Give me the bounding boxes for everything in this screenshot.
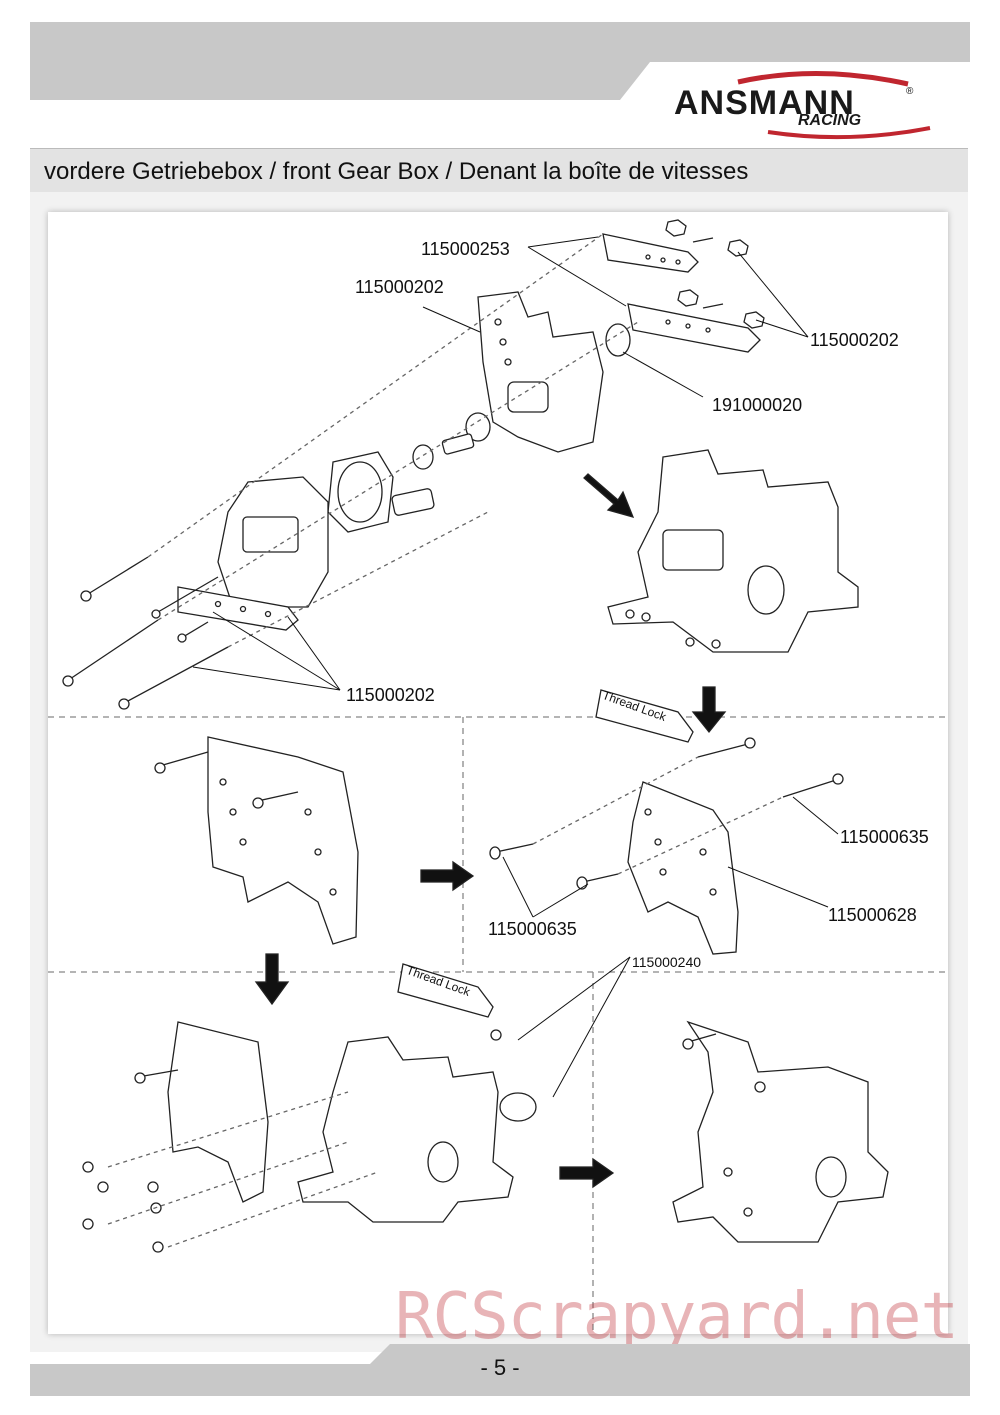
thread-lock-bottle-1	[595, 689, 694, 743]
part-label-115000202-c: 115000202	[346, 685, 435, 705]
section-title: vordere Getriebebox / front Gear Box / D…	[44, 158, 749, 185]
watermark: RCScrapyard.net	[395, 1280, 959, 1354]
ansmann-logo: ANSMANN ® RACING	[668, 70, 938, 140]
final-assembly	[672, 1020, 889, 1243]
part-label-115000202-a: 115000202	[355, 277, 444, 297]
gearbox-assembled	[607, 449, 859, 653]
nut	[665, 219, 687, 237]
logo-sub: RACING	[798, 112, 862, 129]
diagram-panel: 115000253 115000202 115000202 191000020 …	[48, 212, 948, 1334]
part-label-115000635-a: 115000635	[840, 827, 929, 847]
section-title-bar: vordere Getriebebox / front Gear Box / D…	[30, 148, 968, 193]
upper-plate-2	[627, 303, 761, 353]
part-label-115000628: 115000628	[828, 905, 917, 925]
thread-lock-bottle-2	[397, 963, 494, 1018]
bottom-gearbox	[297, 1036, 514, 1223]
footer-band	[30, 1344, 970, 1396]
gearbox-housing-rear	[477, 291, 604, 453]
assembly-diagram	[48, 219, 948, 1334]
part-label-115000253: 115000253	[421, 239, 510, 259]
upper-plate-1	[602, 233, 699, 273]
gearbox-housing-front	[217, 476, 329, 608]
page-number: - 5 -	[480, 1355, 520, 1380]
part-label-115000240: 115000240	[632, 954, 702, 970]
shock-tower-right	[627, 781, 739, 955]
logo-brand: ANSMANN	[674, 84, 855, 122]
part-label-191000020: 191000020	[712, 395, 803, 415]
part-label-115000202-b: 115000202	[810, 330, 899, 350]
bottom-shock-tower	[167, 1021, 269, 1203]
logo-registered: ®	[906, 86, 914, 97]
part-label-115000635-b: 115000635	[488, 919, 577, 939]
header-band	[30, 22, 970, 100]
shock-tower-left	[207, 736, 359, 945]
